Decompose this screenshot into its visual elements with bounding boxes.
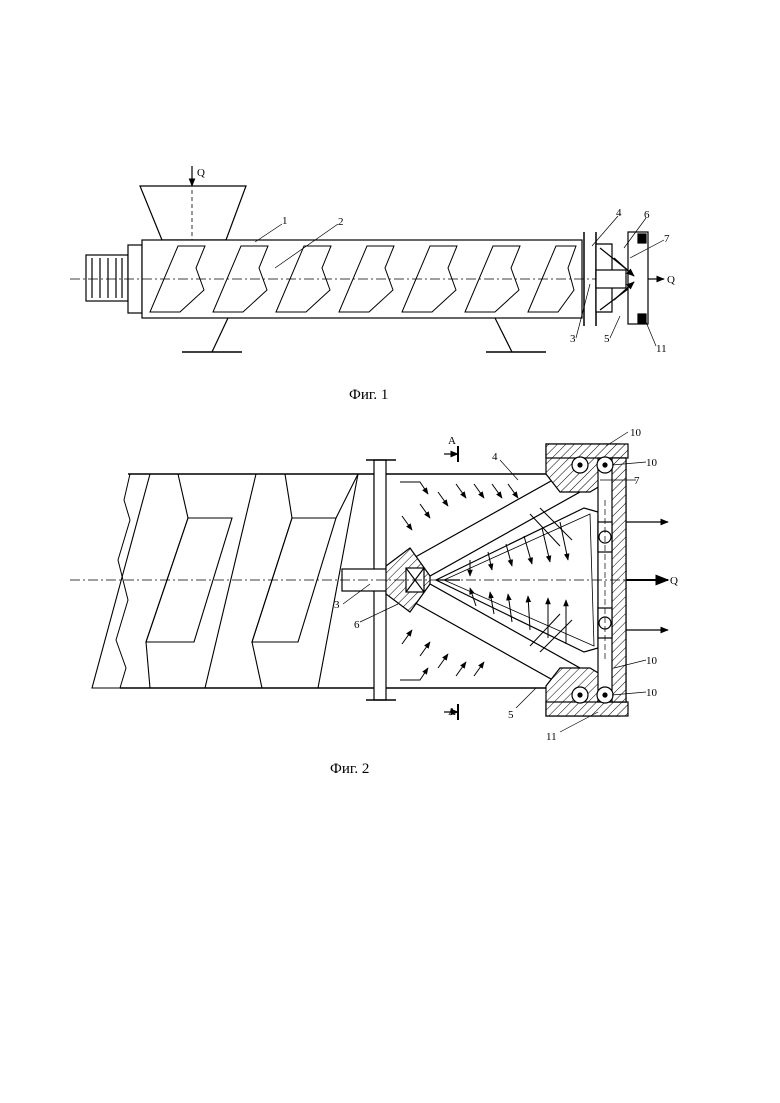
fig2-label-11: 11 [546,731,557,743]
figure-2 [70,432,668,732]
fig2-label-4: 4 [492,451,498,463]
fig1-flow-out-label: Q [667,274,675,286]
fig1-label-6: 6 [644,209,650,221]
screw-flights-fig2 [92,474,374,688]
fig2-section-bottom-label: A [448,706,456,718]
fig1-label-7: 7 [664,233,670,245]
fig2-caption: Фиг. 2 [330,761,369,777]
fig2-label-7: 7 [634,475,640,487]
fig2-label-10d: 10 [646,687,658,699]
fig1-caption: Фиг. 1 [349,387,388,403]
fig1-label-11: 11 [656,343,667,355]
fig1-label-5: 5 [604,333,610,345]
fig2-label-10a: 10 [630,427,642,439]
fig2-label-5: 5 [508,709,514,721]
fig1-label-3: 3 [570,333,576,345]
fig2-label-10c: 10 [646,655,658,667]
fig1-label-4: 4 [616,207,622,219]
fig1-label-1: 1 [282,215,288,227]
figure-1 [70,166,664,352]
fig2-section-top-label: A [448,435,456,447]
fig2-label-6: 6 [354,619,360,631]
fig2-label-10b: 10 [646,457,658,469]
fig1-label-2: 2 [338,216,344,228]
fig2-label-3: 3 [334,599,340,611]
hopper [140,186,246,240]
fig2-flow-out-label: Q [670,575,678,587]
fig1-flow-in-label: Q [197,167,205,179]
